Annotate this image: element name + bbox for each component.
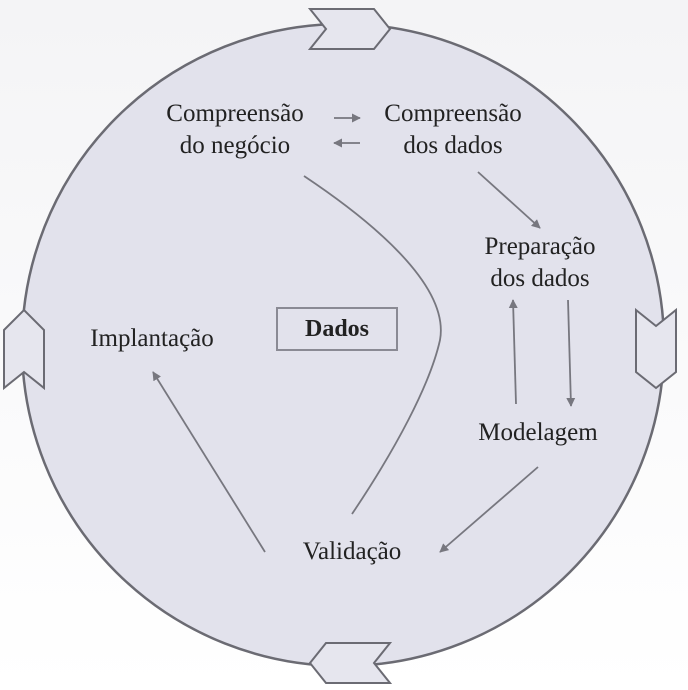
node-deployment: Implantação: [90, 325, 214, 352]
node-modeling: Modelagem: [478, 419, 598, 446]
node-business-line2: do negócio: [179, 132, 291, 159]
center-data-label: Dados: [304, 315, 370, 342]
node-business-understanding: Compreensão do negócio: [150, 98, 320, 162]
node-preparation-line2: dos dados: [490, 265, 590, 292]
node-data-understanding-line1: Compreensão: [384, 100, 522, 127]
center-data-box: Dados: [276, 307, 398, 351]
node-data-preparation: Preparação dos dados: [460, 231, 620, 295]
node-business-line1: Compreensão: [166, 100, 304, 127]
arrow-data-to-preparation: [477, 171, 541, 229]
chevron-arrow-top-icon: [307, 8, 392, 50]
node-data-understanding: Compreensão dos dados: [368, 98, 538, 162]
node-validation: Validação: [302, 538, 402, 565]
chevron-arrow-right-icon: [635, 307, 677, 390]
chevron-arrow-left-icon: [3, 308, 45, 391]
node-preparation-line1: Preparação: [484, 233, 596, 260]
arrow-preparation-to-modeling: [566, 299, 576, 407]
curve-validation-to-business: [303, 175, 442, 515]
arrow-modeling-to-validation: [439, 466, 539, 553]
arrow-modeling-to-preparation: [508, 299, 518, 405]
arrow-validation-to-deployment: [152, 371, 266, 553]
chevron-arrow-bottom-icon: [308, 642, 393, 684]
node-data-understanding-line2: dos dados: [403, 132, 503, 159]
